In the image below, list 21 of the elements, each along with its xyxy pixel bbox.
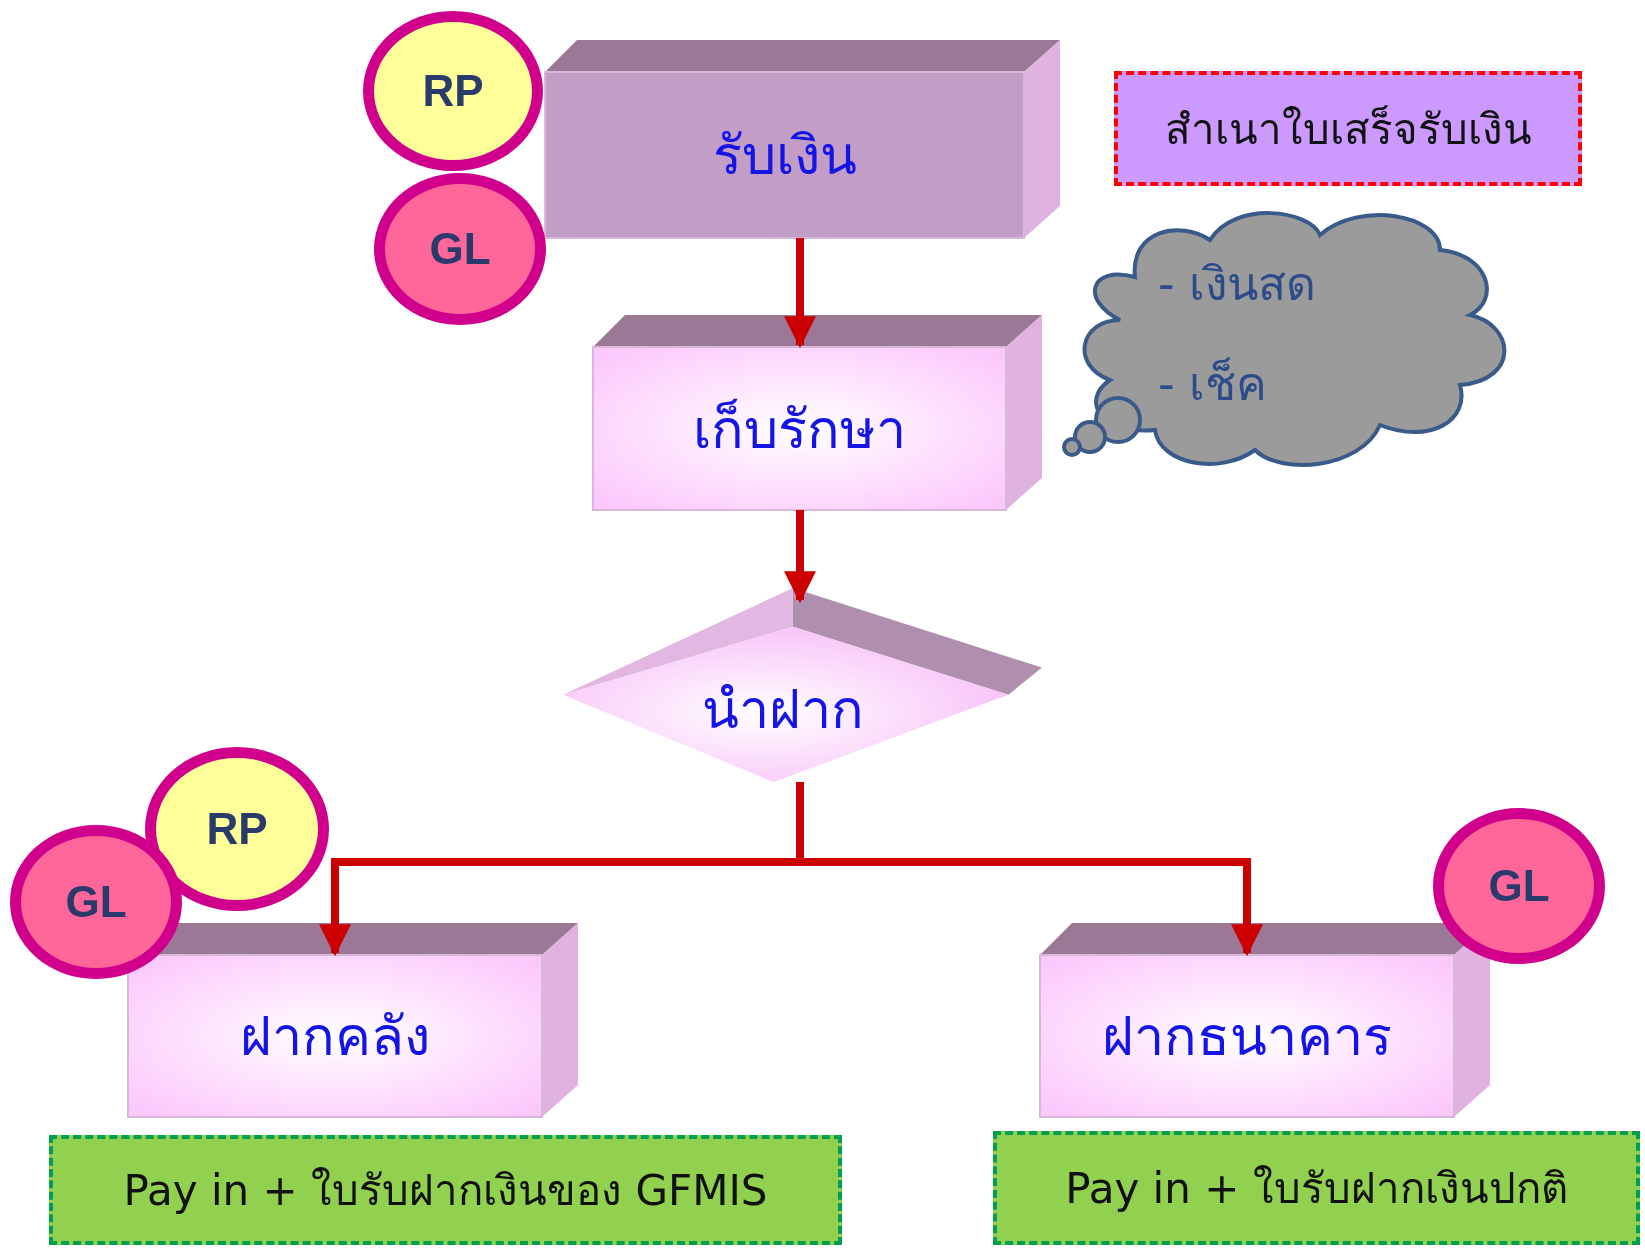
document-box <box>49 1135 842 1245</box>
box-label: รับเงิน <box>712 123 857 189</box>
cloud-text: - เงินสด <box>1158 256 1317 313</box>
circle-label: GL <box>429 224 491 274</box>
arrow <box>796 782 1263 957</box>
document-text: Pay in + ใบรับฝากเงินปกติ <box>1065 1163 1568 1215</box>
cloud-text: - เช็ค <box>1158 356 1268 413</box>
circle-label: RP <box>422 66 484 116</box>
note-text: สำเนาใบเสร็จรับเงิน <box>1164 103 1532 156</box>
arrow <box>784 510 816 604</box>
document-box <box>993 1131 1640 1245</box>
arrow <box>784 238 816 349</box>
circle-label: GL <box>1488 861 1550 911</box>
note-box <box>1114 71 1582 186</box>
document-text: Pay in + ใบรับฝากเงินของ GFMIS <box>123 1165 768 1217</box>
circle-label: RP <box>206 804 268 854</box>
circle-label: GL <box>65 877 127 927</box>
box-label: เก็บรักษา <box>693 396 906 463</box>
decision-label: นำฝาก <box>701 677 864 744</box>
box-label: ฝากธนาคาร <box>1102 1004 1392 1070</box>
box-label: ฝากคลัง <box>240 1004 430 1070</box>
